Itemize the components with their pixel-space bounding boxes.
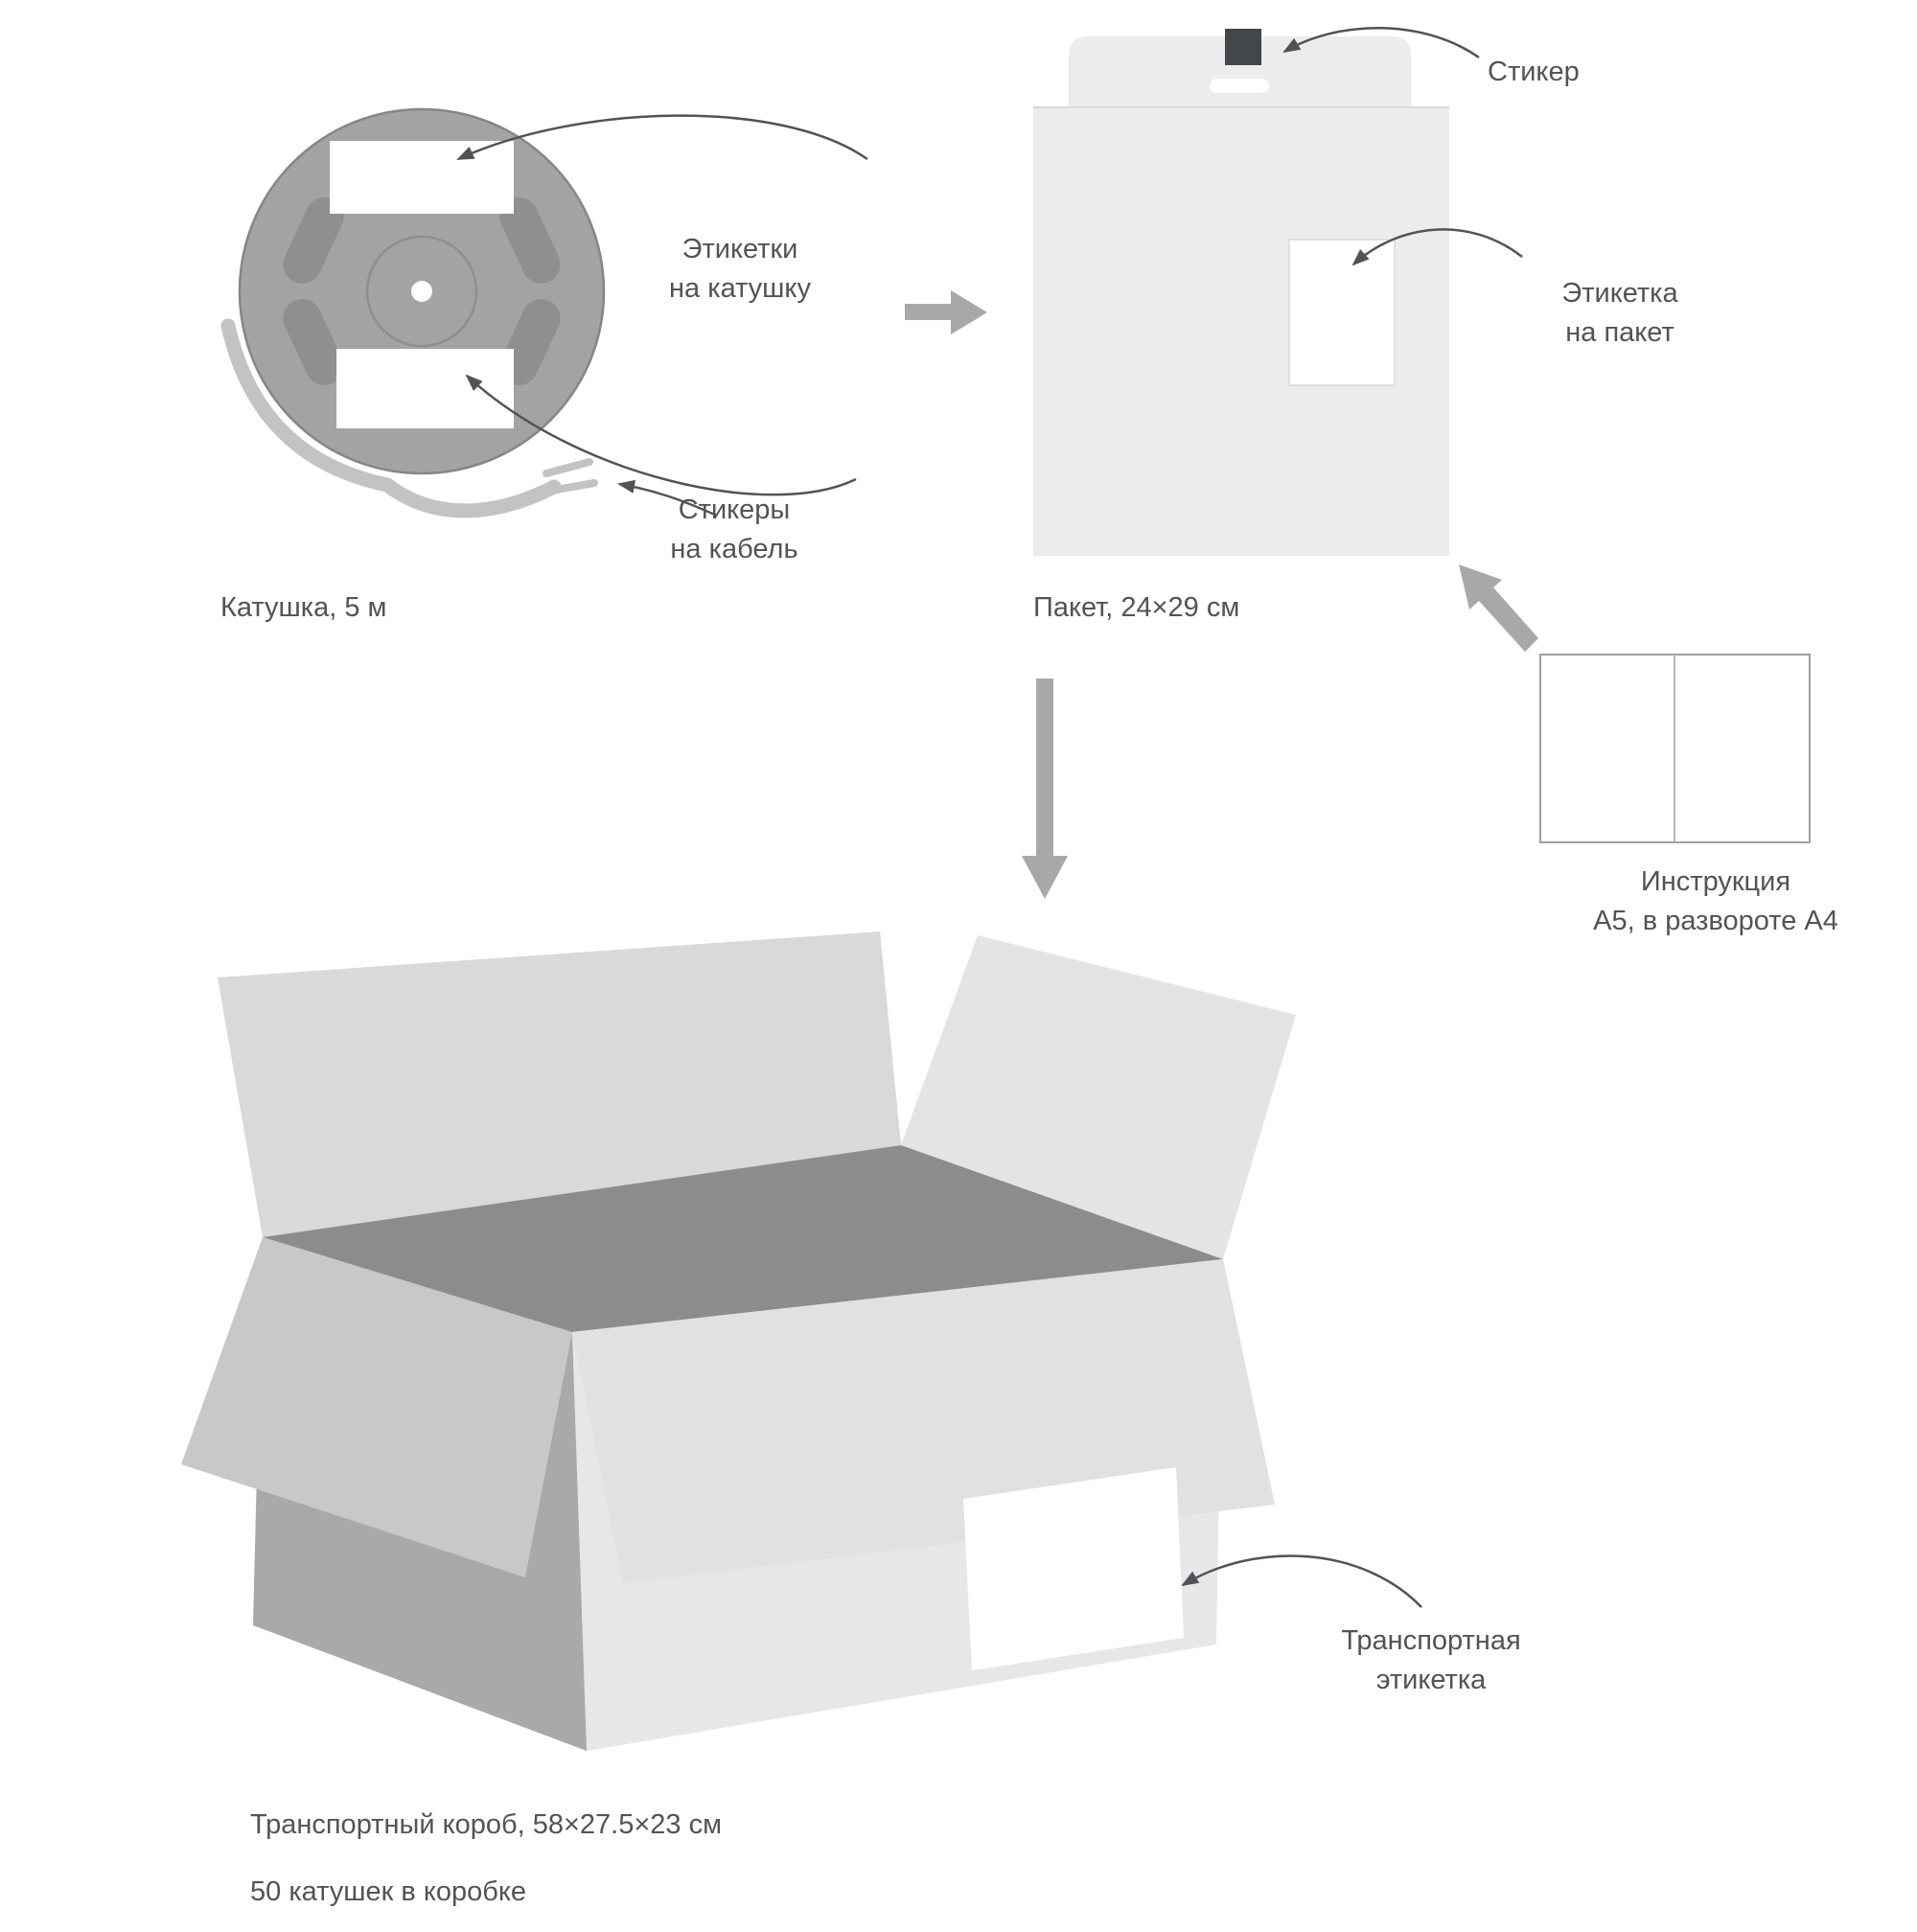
reel-hub [365,235,478,348]
spool-labels-annotation: Этикетки на катушку [669,234,811,304]
bag-illustration [1033,29,1449,556]
pointer-arrow-bag-label [1351,228,1523,266]
cable [220,318,562,518]
bag-sticker-annotation: Стикер [1488,57,1580,87]
cable-connector [543,458,598,494]
reel-slot [283,299,344,385]
euro-hanger-hole [1210,79,1269,93]
reel-label-bottom [336,349,514,428]
bag-sticker [1225,29,1261,65]
reel-slot [499,299,561,385]
bag-label-annotation: Этикетка на пакет [1561,278,1678,348]
box-interior [263,1145,1223,1332]
pointer-arrow-spool-label-top [456,114,868,161]
reel-illustration [220,107,606,518]
pointer-arrow-spool-label-bottom [465,374,857,496]
bag-caption: Пакет, 24×29 см [1033,592,1240,623]
reel-slot [499,197,561,284]
reel-hub-hole [411,281,432,302]
box-front-left-flap [181,1237,572,1577]
arrow-bag-to-box [1022,678,1068,899]
pointer-arrow-bag-sticker [1282,27,1480,59]
bag-header [1069,36,1411,107]
pointer-arrow-cable-sticker [617,479,718,518]
bag-label [1288,239,1396,386]
reel-caption: Катушка, 5 м [220,592,387,623]
box-back-left-flap [218,932,901,1237]
box-caption-line2: 50 катушек в коробке [250,1876,526,1907]
box-caption-line1: Транспортный короб, 58×27.5×23 см [250,1809,723,1840]
box-illustration [181,932,1296,1751]
instruction-sheet [1539,654,1811,843]
transport-label-annotation: Транспортная этикетка [1341,1625,1521,1695]
cable-stickers-annotation: Стикеры на кабель [670,494,798,564]
pointer-arrow-transport-label [1181,1554,1422,1608]
reel-label-top [330,141,514,214]
arrow-reel-to-bag [905,290,987,334]
arrow-instruction-to-bag [1459,564,1538,652]
instruction-caption: Инструкция А5, в развороте А4 [1593,866,1838,936]
transport-label [963,1467,1184,1670]
reel-slot [283,197,344,284]
box-back-right-flap [901,935,1296,1259]
